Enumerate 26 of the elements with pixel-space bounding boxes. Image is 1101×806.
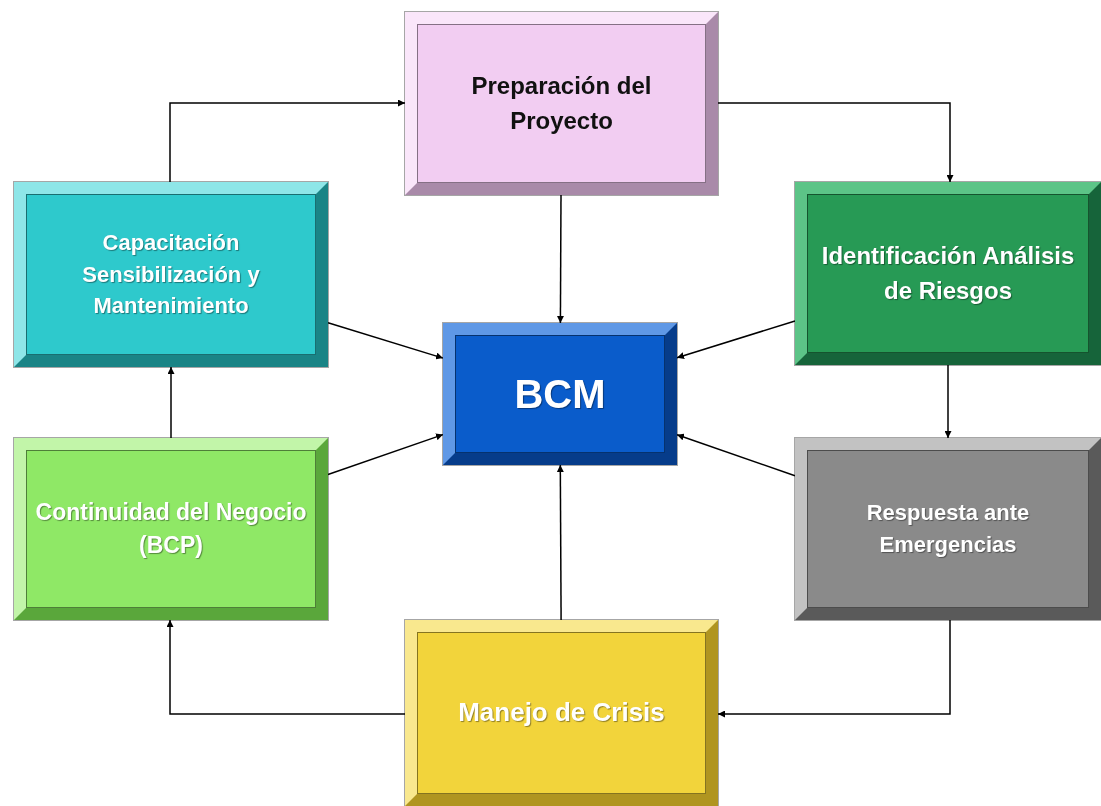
process-box xyxy=(443,323,677,465)
arrow xyxy=(556,194,564,324)
arrow xyxy=(717,102,954,183)
node-label: Continuidad del Negocio (BCP) xyxy=(34,497,308,560)
arrow xyxy=(167,366,175,439)
node-label: Identificación Análisis de Riesgos xyxy=(820,240,1076,306)
process-box xyxy=(795,182,1101,365)
arrow xyxy=(556,464,564,621)
arrow xyxy=(169,99,406,183)
arrow xyxy=(676,320,796,359)
process-box xyxy=(795,438,1101,620)
arrow xyxy=(166,619,406,715)
arrow xyxy=(327,433,444,476)
node-label: Respuesta ante Emergencias xyxy=(865,499,1031,559)
arrow xyxy=(944,364,952,439)
node-label: Capacitación Sensibilización y Mantenimiento xyxy=(81,228,261,321)
arrow xyxy=(676,433,796,477)
process-box xyxy=(14,182,328,367)
node-label: Manejo de Crisis xyxy=(458,696,665,730)
arrow xyxy=(717,619,951,718)
process-box xyxy=(405,620,718,806)
arrow xyxy=(327,321,444,360)
node-label: BCM xyxy=(514,371,606,418)
node-label: Preparación del Proyecto xyxy=(470,70,653,136)
process-box xyxy=(14,438,328,620)
process-box xyxy=(405,12,718,195)
